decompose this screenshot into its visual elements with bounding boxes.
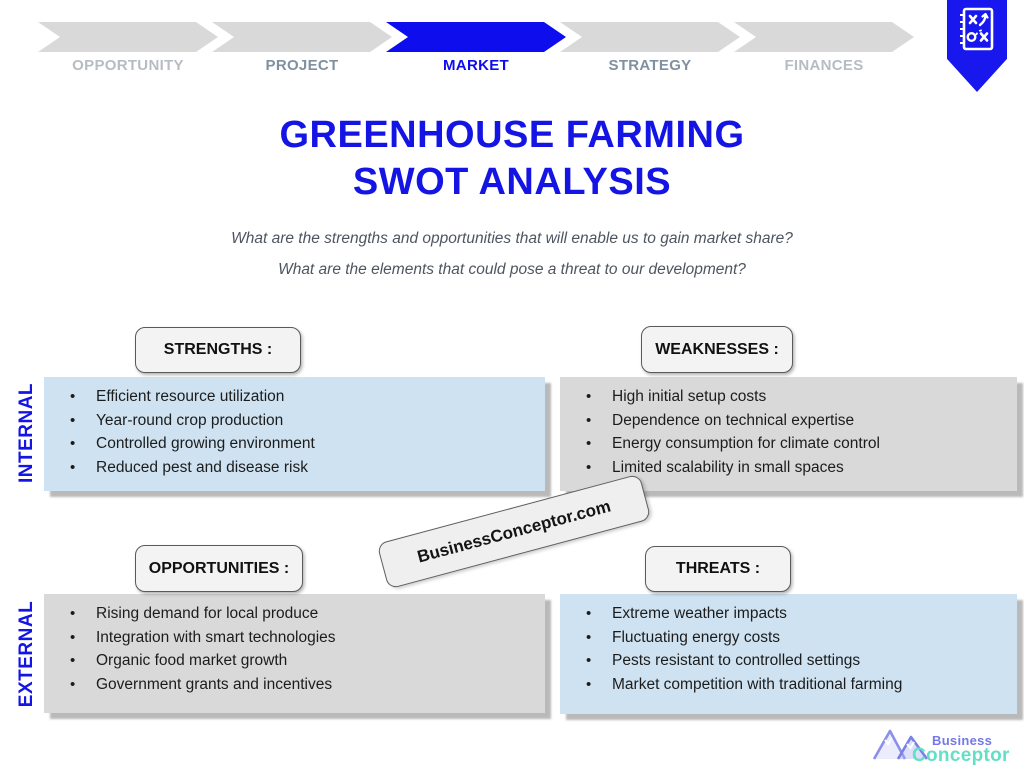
nav-step-label-market[interactable]: MARKET — [443, 57, 509, 74]
nav-step-label-strategy[interactable]: STRATEGY — [608, 57, 692, 74]
list-item: Extreme weather impacts — [586, 602, 1009, 626]
process-nav: OPPORTUNITY PROJECT MARKET STRATEGY FINA… — [38, 0, 918, 80]
list-item: Organic food market growth — [70, 649, 537, 673]
list-item: Pests resistant to controlled settings — [586, 649, 1009, 673]
mountains-icon — [872, 724, 929, 765]
logo-business-word: Business — [932, 733, 993, 748]
page-title: GREENHOUSE FARMING SWOT ANALYSIS — [0, 112, 1024, 206]
opportunities-panel: Rising demand for local produce Integrat… — [44, 594, 545, 713]
nav-step-arrow-project[interactable] — [212, 22, 392, 52]
nav-step-arrow-strategy[interactable] — [560, 22, 740, 52]
brand-logo-text: Business Conceptor — [912, 733, 1010, 766]
list-item: Reduced pest and disease risk — [70, 456, 537, 480]
nav-step-arrow-market[interactable] — [386, 22, 566, 52]
list-item: Government grants and incentives — [70, 673, 537, 697]
page-title-line2: SWOT ANALYSIS — [352, 161, 672, 203]
strengths-list: Efficient resource utilization Year-roun… — [44, 377, 545, 479]
page-title-line1: GREENHOUSE FARMING — [279, 114, 745, 156]
external-row-label: EXTERNAL — [16, 600, 37, 708]
list-item: Dependence on technical expertise — [586, 409, 1009, 433]
threats-list: Extreme weather impacts Fluctuating ener… — [560, 594, 1017, 696]
brand-logo: Business Conceptor — [872, 729, 1020, 765]
threats-panel: Extreme weather impacts Fluctuating ener… — [560, 594, 1017, 714]
weaknesses-panel: High initial setup costs Dependence on t… — [560, 377, 1017, 491]
threats-header: THREATS : — [645, 546, 791, 592]
opportunities-list: Rising demand for local produce Integrat… — [44, 594, 545, 696]
list-item: Fluctuating energy costs — [586, 626, 1009, 650]
nav-step-arrow-opportunity[interactable] — [38, 22, 218, 52]
list-item: Energy consumption for climate control — [586, 432, 1009, 456]
list-item: High initial setup costs — [586, 385, 1009, 409]
list-item: Market competition with traditional farm… — [586, 673, 1009, 697]
list-item: Efficient resource utilization — [70, 385, 537, 409]
logo-conceptor-word: Conceptor — [912, 745, 1010, 766]
subtitle-question-2: What are the elements that could pose a … — [278, 261, 746, 278]
weaknesses-header: WEAKNESSES : — [641, 326, 793, 373]
weaknesses-list: High initial setup costs Dependence on t… — [560, 377, 1017, 479]
list-item: Limited scalability in small spaces — [586, 456, 1009, 480]
opportunities-header: OPPORTUNITIES : — [135, 545, 303, 592]
nav-step-label-finances[interactable]: FINANCES — [784, 57, 864, 74]
nav-step-label-opportunity[interactable]: OPPORTUNITY — [72, 57, 184, 74]
list-item: Rising demand for local produce — [70, 602, 537, 626]
strengths-header: STRENGTHS : — [135, 327, 301, 373]
corner-bookmark-ribbon — [947, 0, 1007, 92]
list-item: Controlled growing environment — [70, 432, 537, 456]
internal-row-label: INTERNAL — [16, 382, 37, 484]
nav-step-arrow-finances[interactable] — [734, 22, 914, 52]
list-item: Integration with smart technologies — [70, 626, 537, 650]
strengths-panel: Efficient resource utilization Year-roun… — [44, 377, 545, 491]
subtitle-question-1: What are the strengths and opportunities… — [231, 230, 793, 247]
nav-step-label-project[interactable]: PROJECT — [265, 57, 339, 74]
list-item: Year-round crop production — [70, 409, 537, 433]
